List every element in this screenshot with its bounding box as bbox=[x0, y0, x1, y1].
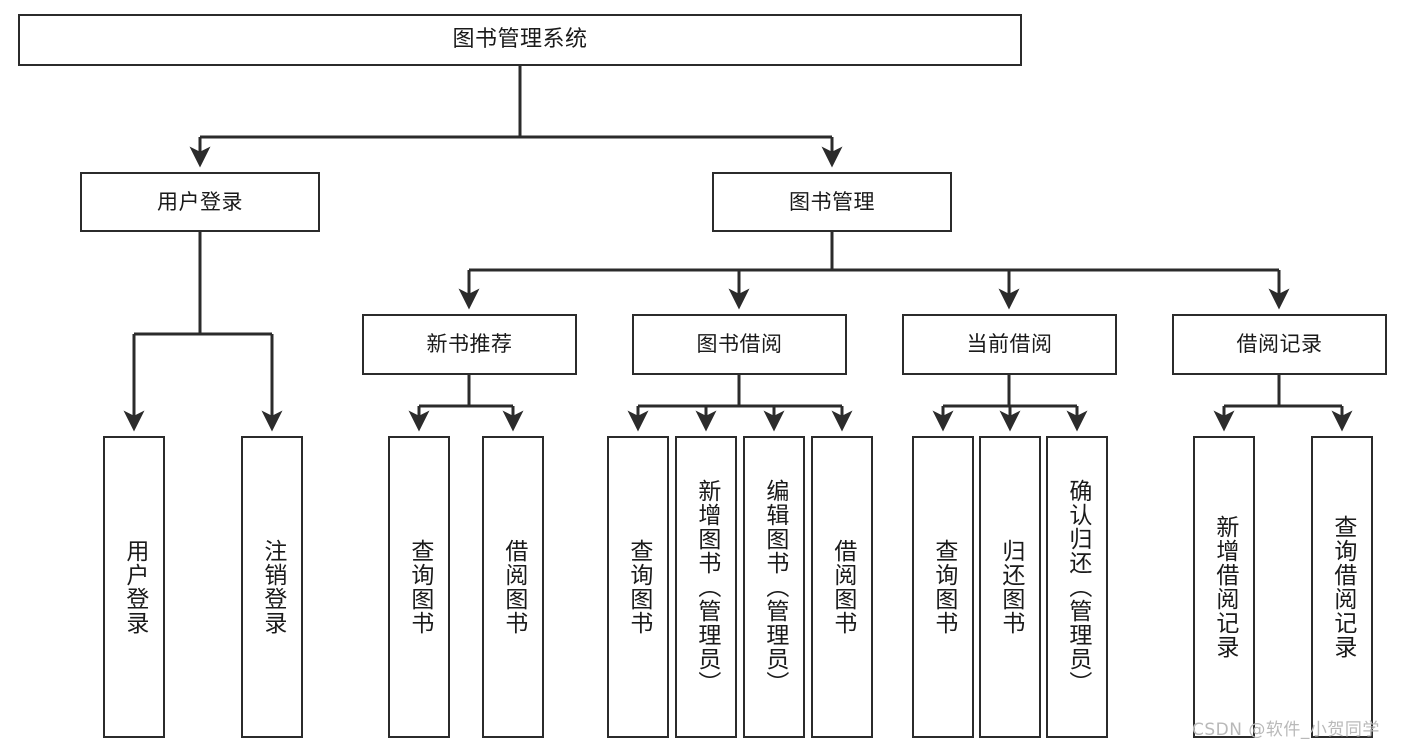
node-user-login[interactable]: 用户登录 bbox=[80, 172, 320, 232]
node-label: 新增借阅记录 bbox=[1211, 515, 1238, 659]
node-current-borrow[interactable]: 当前借阅 bbox=[902, 314, 1117, 375]
node-leaf-borrow-book-recommend[interactable]: 借阅图书 bbox=[482, 436, 544, 738]
node-label: 新增图书（管理员） bbox=[693, 479, 720, 695]
node-leaf-query-book-current[interactable]: 查询图书 bbox=[912, 436, 974, 738]
node-leaf-user-login[interactable]: 用户登录 bbox=[103, 436, 165, 738]
node-label: 借阅记录 bbox=[1236, 332, 1323, 357]
node-label: 图书管理系统 bbox=[452, 27, 588, 53]
node-label: 借阅图书 bbox=[500, 539, 527, 635]
node-label: 图书管理 bbox=[789, 189, 875, 214]
node-leaf-confirm-return-admin[interactable]: 确认归还（管理员） bbox=[1046, 436, 1108, 738]
csdn-watermark: CSDN @软件_小贺同学 bbox=[1192, 720, 1380, 740]
node-label: 查询图书 bbox=[406, 539, 433, 635]
node-root-book-management-system[interactable]: 图书管理系统 bbox=[18, 14, 1022, 66]
node-label: 归还图书 bbox=[997, 539, 1024, 635]
node-label: 查询借阅记录 bbox=[1329, 515, 1356, 659]
node-leaf-logout[interactable]: 注销登录 bbox=[241, 436, 303, 738]
node-label: 新书推荐 bbox=[426, 332, 513, 357]
node-label: 确认归还（管理员） bbox=[1064, 479, 1091, 695]
node-leaf-add-book-admin[interactable]: 新增图书（管理员） bbox=[675, 436, 737, 738]
node-label: 用户登录 bbox=[121, 539, 148, 635]
node-leaf-query-book-borrow[interactable]: 查询图书 bbox=[607, 436, 669, 738]
node-label: 编辑图书（管理员） bbox=[761, 479, 788, 695]
node-new-book-recommend[interactable]: 新书推荐 bbox=[362, 314, 577, 375]
node-label: 借阅图书 bbox=[829, 539, 856, 635]
node-label: 当前借阅 bbox=[966, 332, 1053, 357]
node-leaf-borrow-book[interactable]: 借阅图书 bbox=[811, 436, 873, 738]
node-leaf-add-borrow-record[interactable]: 新增借阅记录 bbox=[1193, 436, 1255, 738]
node-label: 注销登录 bbox=[259, 539, 286, 635]
node-book-borrow[interactable]: 图书借阅 bbox=[632, 314, 847, 375]
node-label: 查询图书 bbox=[930, 539, 957, 635]
node-leaf-return-book[interactable]: 归还图书 bbox=[979, 436, 1041, 738]
node-leaf-query-book-recommend[interactable]: 查询图书 bbox=[388, 436, 450, 738]
node-leaf-query-borrow-record[interactable]: 查询借阅记录 bbox=[1311, 436, 1373, 738]
node-leaf-edit-book-admin[interactable]: 编辑图书（管理员） bbox=[743, 436, 805, 738]
node-book-management[interactable]: 图书管理 bbox=[712, 172, 952, 232]
node-label: 查询图书 bbox=[625, 539, 652, 635]
node-borrow-record[interactable]: 借阅记录 bbox=[1172, 314, 1387, 375]
node-label: 图书借阅 bbox=[696, 332, 783, 357]
node-label: 用户登录 bbox=[157, 189, 243, 214]
